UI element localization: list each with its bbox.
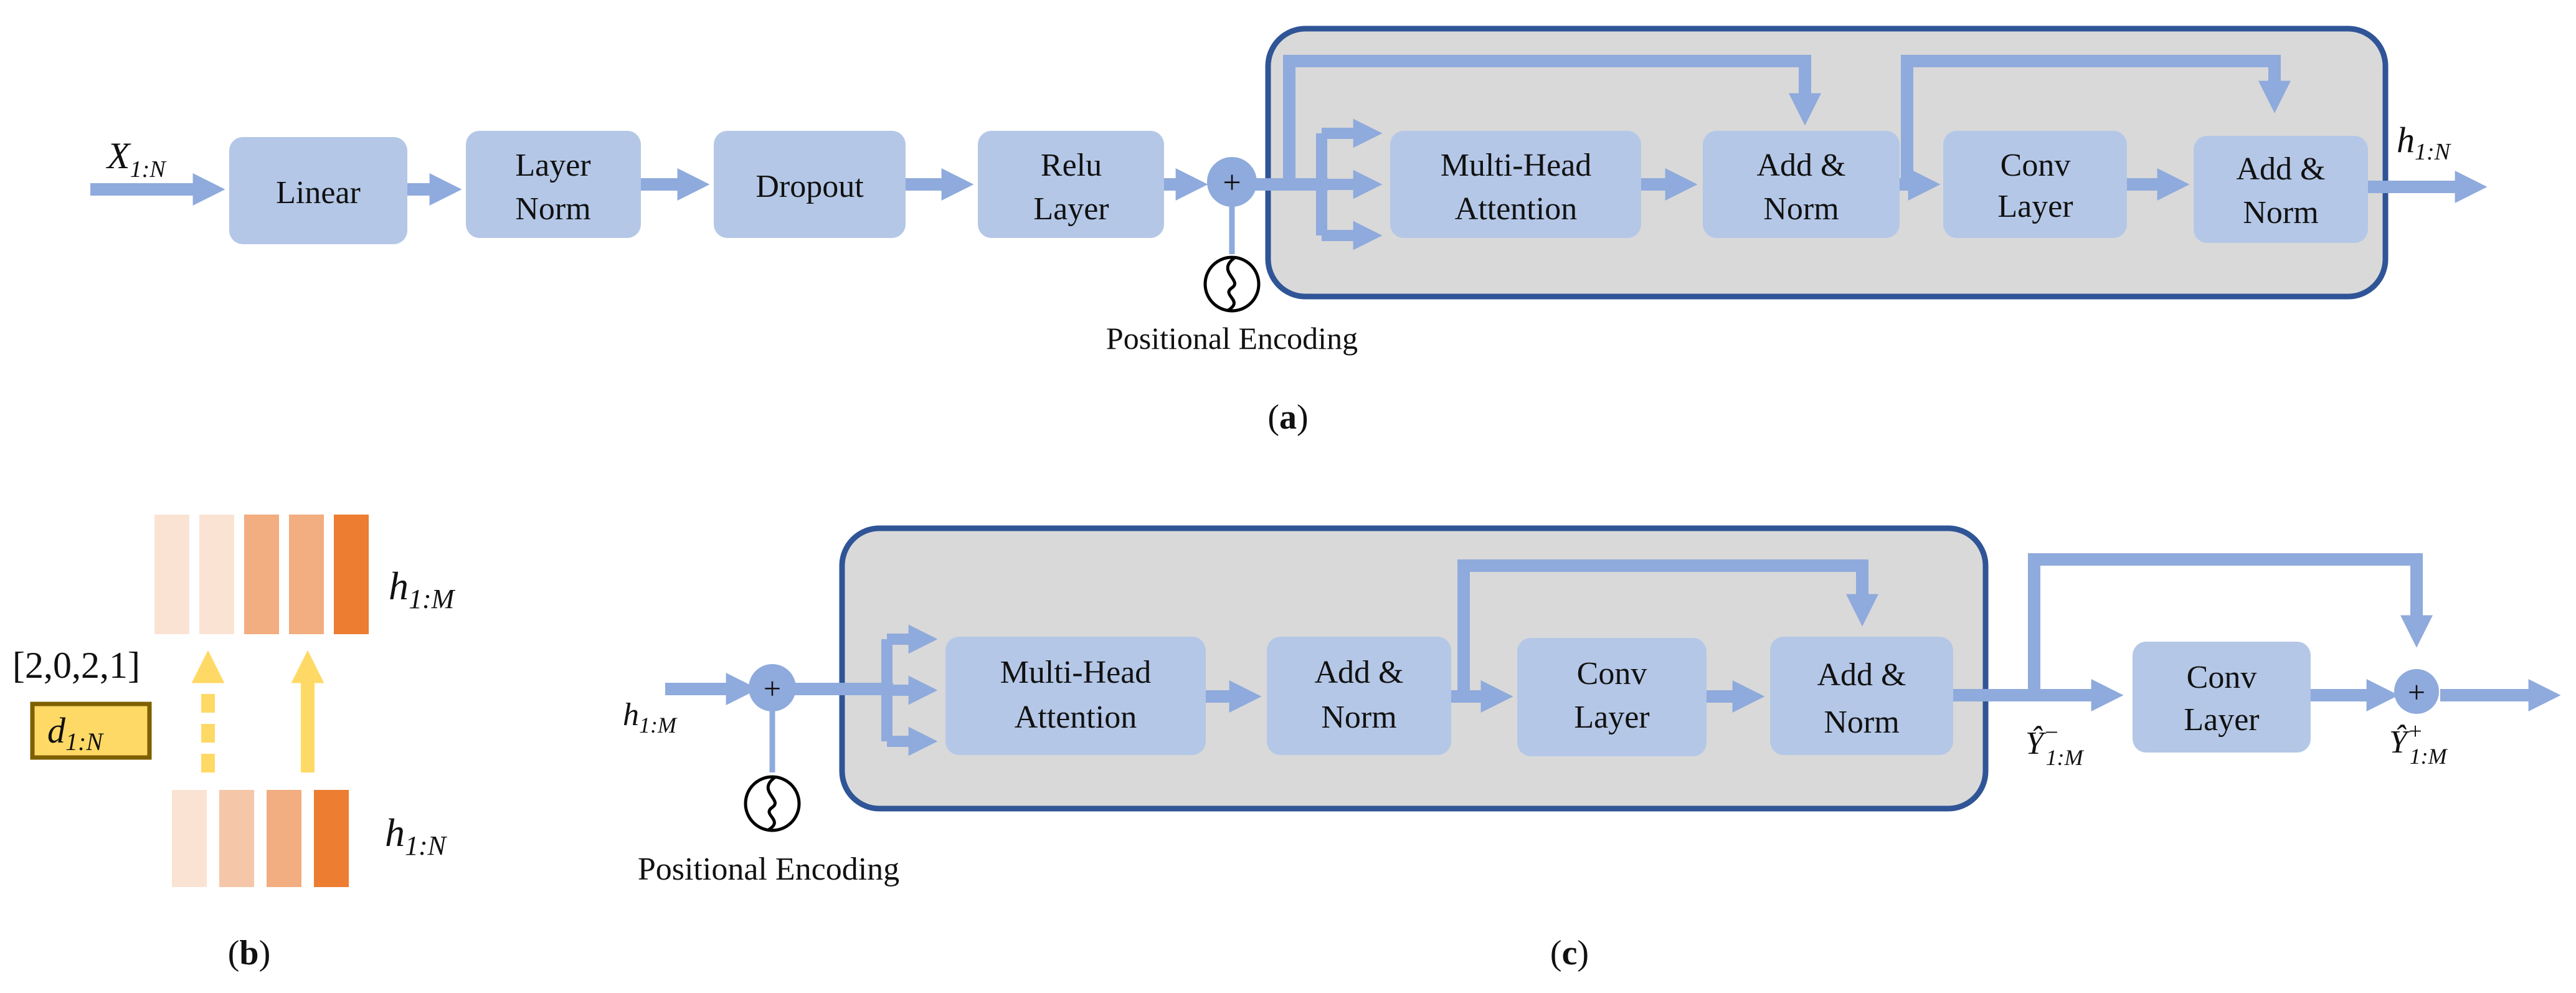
conv-layer-block — [1943, 131, 2127, 238]
output-sequence-bars — [154, 515, 369, 634]
plus-sign: + — [764, 671, 781, 706]
add-norm-block-1 — [1267, 637, 1451, 755]
layer-norm-label-line1: Layer — [515, 148, 590, 183]
post-conv-label-line2: Layer — [2184, 702, 2259, 738]
positional-encoding-label: Positional Encoding — [1106, 321, 1358, 356]
input-bar — [267, 790, 301, 887]
panel-b: h1:M [2,0,2,1] d1:N h1:N (b) — [12, 515, 456, 972]
output-bar — [289, 515, 324, 634]
input-bar — [219, 790, 254, 887]
layer-norm-block — [466, 131, 641, 238]
duration-box — [30, 701, 152, 760]
positional-encoding-label: Positional Encoding — [638, 852, 899, 887]
duration-label: d1:N — [47, 710, 104, 756]
residual-arrow-2 — [1901, 55, 2291, 184]
input-bar — [172, 790, 207, 887]
conv-layer-block — [1517, 638, 1707, 756]
plus-sign-2: + — [2408, 675, 2425, 710]
caption-b: (b) — [228, 934, 270, 972]
add-norm-1-label-line2: Norm — [1763, 191, 1839, 227]
input-bar — [314, 790, 349, 887]
y-plus-label: Ŷ+1:M — [2389, 718, 2448, 769]
plus-node-2 — [2394, 669, 2439, 714]
mha-label-line2: Attention — [1015, 700, 1137, 735]
output-bar — [154, 515, 189, 634]
add-norm-2-label-line1: Add & — [2237, 151, 2326, 187]
post-conv-label-line1: Conv — [2187, 660, 2257, 695]
dropout-label: Dropout — [755, 169, 864, 204]
multi-head-attention-block — [945, 637, 1206, 755]
input-sequence-bars — [172, 790, 349, 887]
duration-values: [2,0,2,1] — [12, 645, 140, 686]
plus-node — [749, 664, 796, 711]
conv-label-line1: Conv — [1577, 656, 1647, 691]
plus-sign: + — [1223, 165, 1241, 201]
post-net-residual-arrow — [2028, 553, 2433, 695]
add-norm-1-label-line1: Add & — [1757, 148, 1846, 183]
add-norm-block-2 — [1770, 637, 1953, 755]
y-minus-label: Ŷ−1:M — [2025, 720, 2085, 770]
positional-encoding-icon — [744, 775, 801, 832]
linear-label: Linear — [276, 175, 361, 211]
output-h-label: h1:N — [2397, 120, 2452, 165]
add-norm-2-label-line2: Norm — [1824, 705, 1899, 740]
add-norm-2-label-line2: Norm — [2243, 195, 2318, 230]
conv-label-line1: Conv — [2001, 148, 2071, 183]
relu-layer-block — [978, 131, 1164, 238]
output-bar — [334, 515, 369, 634]
add-norm-1-label-line2: Norm — [1321, 700, 1396, 735]
add-norm-block-1 — [1703, 131, 1900, 238]
residual-arrow — [1457, 559, 1878, 696]
caption-c: (c) — [1550, 934, 1589, 972]
linear-block — [229, 137, 407, 244]
input-h-label: h1:M — [623, 697, 678, 738]
input-x-label: X1:N — [106, 135, 167, 183]
output-h-label: h1:M — [389, 564, 456, 614]
positional-encoding-icon — [1203, 255, 1261, 313]
layer-norm-label-line2: Norm — [515, 191, 590, 227]
conv-label-line2: Layer — [1997, 189, 2073, 224]
input-h-label: h1:N — [385, 810, 448, 861]
mha-label-line1: Multi-Head — [1441, 148, 1592, 183]
mha-label-line1: Multi-Head — [1000, 655, 1152, 690]
output-bar — [244, 515, 279, 634]
residual-arrow-1 — [1283, 55, 1821, 184]
relu-label-line1: Relu — [1041, 148, 1102, 183]
relu-label-line2: Layer — [1033, 191, 1109, 227]
conv-label-line2: Layer — [1574, 700, 1649, 735]
mha-label-line2: Attention — [1455, 191, 1577, 227]
plus-node — [1207, 157, 1257, 207]
output-bar — [199, 515, 234, 634]
post-conv-layer-block — [2133, 642, 2311, 753]
panel-c: h1:M + Positional Encoding Multi-Hea — [623, 525, 2561, 972]
panel-a: X1:N Linear Layer Norm D — [90, 26, 2488, 437]
dropout-block — [714, 131, 906, 238]
add-norm-2-label-line1: Add & — [1817, 657, 1906, 693]
add-norm-1-label-line1: Add & — [1315, 655, 1404, 690]
add-norm-block-2 — [2194, 136, 2368, 243]
caption-a: (a) — [1267, 398, 1308, 437]
multi-head-attention-block — [1390, 131, 1641, 238]
